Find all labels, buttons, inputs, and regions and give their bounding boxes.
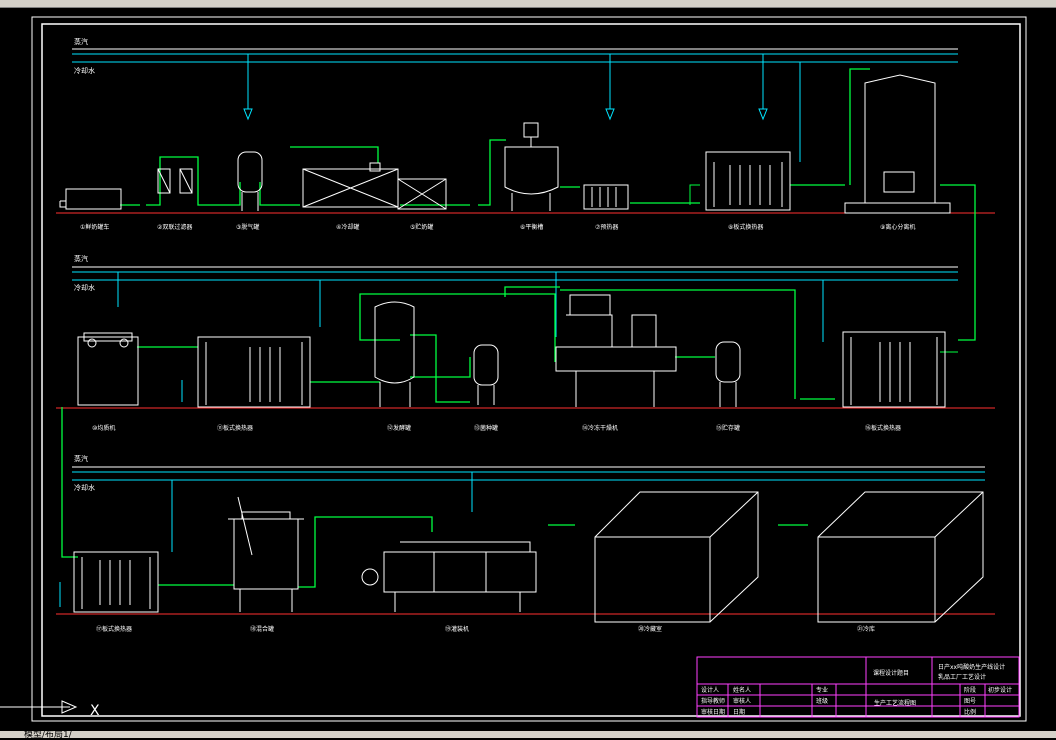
row1-equipment-label: ⑧板式换热器 [728, 223, 763, 231]
tb-name1: 姓名人 [733, 686, 751, 694]
row3-equipment-label: ⑰板式换热器 [96, 625, 132, 633]
layout-tabs[interactable]: 模型/布局1/ [24, 730, 72, 740]
tb-drawing-name: 生产工艺流程图 [874, 699, 916, 707]
row3-equipment-label: ⑲灌装机 [445, 625, 469, 633]
row2-equipment-label: ⑭冷冻干燥机 [582, 424, 618, 432]
row1-section: 蒸汽 冷却水 [56, 37, 995, 341]
tb-stage-val: 初步设计 [988, 686, 1012, 694]
row2-equipment-label: ⑯板式换热器 [865, 424, 901, 432]
row3-equipment-label: ⑳冷藏室 [638, 625, 662, 633]
tb-approver: 审核日期 [701, 708, 725, 716]
row1-equipment-label: ⑦预热器 [595, 223, 618, 231]
title-block: 课程设计题目 日产xx吨酸奶生产线设计 乳品工厂工艺设计 生产工艺流程图 设计人… [696, 656, 1020, 718]
tb-project: 日产xx吨酸奶生产线设计 [938, 663, 1005, 671]
row3-equipment-label: ㉑冷库 [857, 625, 875, 633]
cooling-label-row3: 冷却水 [74, 483, 95, 492]
row1-equipment-label: ⑥平衡槽 [520, 223, 543, 231]
row3-equipment-label: ⑱混合罐 [250, 625, 274, 633]
row3-section: 蒸汽 冷却水 ⑰板式换热器 ⑱混合罐 ⑲灌装机 ⑳冷藏室 ㉑冷库 [56, 407, 995, 633]
row1-equipment-label: ④冷却罐 [336, 223, 359, 231]
tb-class: 班级 [816, 697, 828, 705]
tb-project2: 乳品工厂工艺设计 [938, 673, 986, 681]
svg-text:X: X [90, 703, 100, 719]
tb-drawing-no: 图号 [964, 698, 976, 705]
steam-label-row2: 蒸汽 [74, 254, 88, 263]
tb-school: 课程设计题目 [873, 669, 909, 677]
row2-equipment-label: ⑬菌种罐 [474, 424, 498, 432]
row1-equipment-label: ②双联过滤器 [157, 223, 192, 231]
row2-equipment-label: ⑪板式换热器 [217, 424, 253, 432]
steam-label-row1: 蒸汽 [74, 37, 88, 46]
tb-date: 日期 [733, 708, 745, 716]
row1-equipment-label: ⑤贮奶罐 [410, 223, 433, 231]
outer-frame [31, 16, 1027, 722]
row1-equipment-label: ③脱气罐 [236, 223, 259, 231]
row1-equipment-label: ⑨离心分离机 [880, 223, 915, 231]
tb-checker: 指导教师 [701, 697, 725, 705]
inner-frame [41, 23, 1021, 717]
row2-section: 蒸汽 冷却水 ⑩均质机 ⑪板式换热器 ⑫发酵罐 ⑬菌种罐 ⑭冷冻干燥机 ⑮贮存罐 ⑯板式换热… [56, 254, 995, 432]
row1-equipment-label: ①鲜奶罐车 [80, 223, 109, 231]
cooling-label-row1: 冷却水 [74, 66, 95, 75]
tb-scale: 比例 [964, 708, 976, 716]
tb-name2: 审核人 [733, 697, 751, 705]
drawing-canvas[interactable]: 蒸汽 冷却水 [0, 7, 1056, 731]
tb-designer: 设计人 [701, 686, 719, 694]
row2-equipment-label: ⑩均质机 [92, 424, 115, 432]
toolbar-strip [0, 0, 1056, 8]
steam-label-row3: 蒸汽 [74, 454, 88, 463]
layout-tab-bar[interactable]: 模型/布局1/ [0, 730, 1056, 740]
row2-equipment-label: ⑫发酵罐 [387, 424, 411, 432]
tb-stage: 阶段 [964, 686, 976, 694]
ucs-icon: X [0, 700, 100, 719]
cooling-label-row2: 冷却水 [74, 283, 95, 292]
tb-major: 专业 [816, 686, 828, 694]
row2-equipment-label: ⑮贮存罐 [716, 424, 740, 432]
